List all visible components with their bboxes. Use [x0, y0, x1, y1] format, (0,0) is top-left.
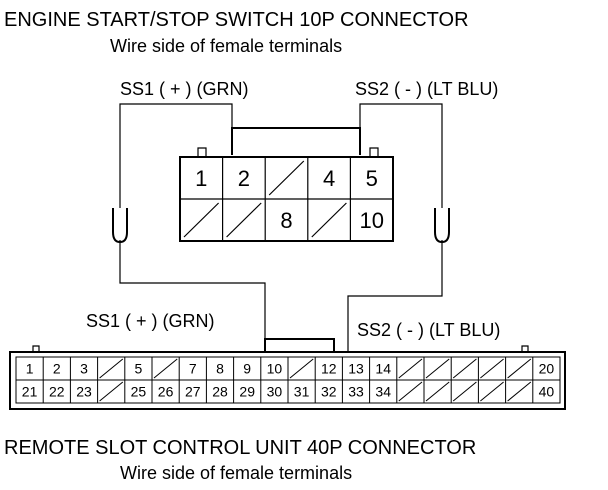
pin-number: 5	[366, 166, 378, 191]
top-label-ss2: SS2 ( - ) (LT BLU)	[355, 79, 498, 99]
tab-right-10p	[369, 147, 379, 157]
pin-number: 29	[239, 384, 255, 400]
pin-number: 8	[280, 208, 292, 233]
pin-number: 27	[185, 384, 201, 400]
empty-cavity	[289, 358, 314, 379]
pin-number: 14	[375, 361, 391, 377]
empty-cavity	[425, 381, 450, 402]
connector-10p: 1 2 4 5 8 10	[179, 127, 394, 242]
pin-number: 22	[49, 384, 65, 400]
wire-ss2-lower	[347, 240, 443, 352]
wire-ss1-upper	[119, 103, 233, 208]
bottom-label-ss2: SS2 ( - ) (LT BLU)	[357, 320, 500, 340]
pin-number: 1	[195, 166, 207, 191]
pin-number: 10	[267, 361, 283, 377]
pin-number: 5	[135, 361, 143, 377]
top-label-ss1: SS1 ( + ) (GRN)	[120, 79, 249, 99]
pin-number: 30	[267, 384, 283, 400]
empty-cavity	[480, 358, 504, 379]
empty-cavity	[398, 358, 423, 379]
pin-number: 31	[294, 384, 310, 400]
pin-number: 2	[53, 361, 61, 377]
wire-ss1-lower	[119, 240, 266, 352]
top-connector-title: ENGINE START/STOP SWITCH 10P CONNECTOR	[4, 9, 469, 31]
wire-break-ss2-icon	[434, 208, 450, 244]
empty-cavity	[480, 381, 504, 402]
pin-number: 8	[216, 361, 224, 377]
empty-cavity	[183, 202, 220, 238]
pin-number: 13	[348, 361, 364, 377]
tab-left-10p	[197, 147, 207, 157]
empty-cavity	[507, 381, 532, 402]
empty-cavity	[452, 358, 477, 379]
bottom-label-ss1: SS1 ( + ) (GRN)	[86, 311, 215, 331]
pin-number: 2	[238, 166, 250, 191]
tab-left-40p	[32, 345, 40, 352]
pin-number: 7	[189, 361, 197, 377]
pin-number: 25	[131, 384, 147, 400]
bottom-connector-title: REMOTE SLOT CONTROL UNIT 40P CONNECTOR	[4, 437, 476, 459]
pin-number: 21	[22, 384, 38, 400]
pin-number: 9	[243, 361, 251, 377]
empty-cavity	[153, 358, 178, 379]
pin-number: 12	[321, 361, 337, 377]
pin-number: 40	[539, 384, 555, 400]
empty-cavity	[507, 358, 532, 379]
pin-number: 4	[323, 166, 335, 191]
bottom-connector-subtitle: Wire side of female terminals	[120, 463, 352, 483]
top-connector-subtitle: Wire side of female terminals	[110, 36, 342, 56]
wire-ss2-upper	[359, 103, 443, 208]
empty-cavity	[99, 358, 124, 379]
pin-number: 10	[359, 208, 383, 233]
pin-number: 3	[80, 361, 88, 377]
pin-number: 20	[539, 361, 555, 377]
pin-grid-10p: 1 2 4 5 8 10	[180, 157, 393, 241]
empty-cavity	[268, 160, 305, 196]
body-40p	[9, 351, 566, 410]
pin-number: 28	[212, 384, 228, 400]
pin-number: 33	[348, 384, 364, 400]
wires	[112, 103, 450, 352]
empty-cavity	[226, 202, 262, 238]
empty-cavity	[425, 358, 450, 379]
pin-number: 1	[26, 361, 34, 377]
pin-number: 26	[158, 384, 174, 400]
wire-break-ss1-icon	[112, 208, 128, 244]
tab-right-40p	[521, 345, 529, 352]
empty-cavity	[452, 381, 477, 402]
latch-10p	[231, 127, 361, 155]
latch-40p	[264, 338, 335, 352]
empty-cavity	[99, 381, 124, 402]
pin-number: 32	[321, 384, 337, 400]
pin-number: 23	[76, 384, 92, 400]
pin-number: 34	[375, 384, 391, 400]
empty-cavity	[398, 381, 423, 402]
empty-cavity	[311, 202, 347, 238]
